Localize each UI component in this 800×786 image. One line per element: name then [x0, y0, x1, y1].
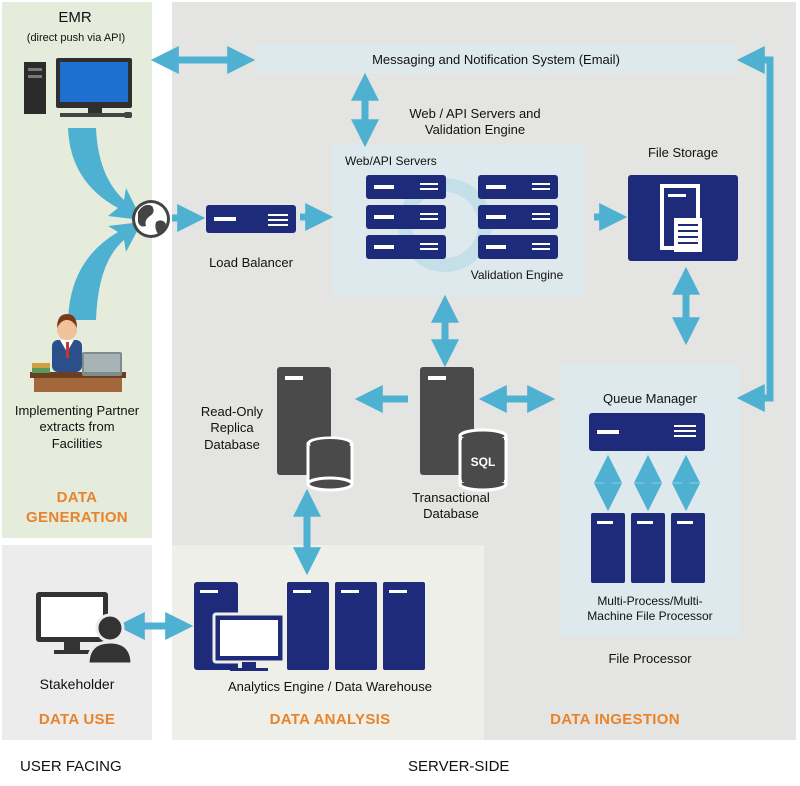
- file-storage-icon: [628, 175, 738, 261]
- stakeholder-label: Stakeholder: [39, 676, 115, 692]
- web-api-servers-label: Web/API Servers: [345, 154, 437, 168]
- file-storage-label: File Storage: [647, 145, 719, 160]
- globe-icon: [132, 200, 170, 238]
- file-processor-towers: [591, 513, 705, 583]
- emr-subtitle: (direct push via API): [26, 32, 126, 44]
- curved-arrow-partner-globe: [68, 222, 142, 320]
- transactional-database-icon: [420, 367, 508, 492]
- analytics-engine-icon: [194, 582, 425, 671]
- server-icon: [366, 175, 446, 259]
- validation-engine-label: Validation Engine: [470, 268, 564, 282]
- file-processor-multi-label: Multi-Process/Multi- Machine File Proces…: [587, 594, 713, 623]
- emr-title: EMR: [58, 9, 92, 26]
- load-balancer-server-icon: [206, 205, 296, 233]
- read-only-replica-label: Read-Only Replica Database: [200, 404, 264, 452]
- sql-label: SQL: [470, 455, 496, 469]
- queue-manager-label: Queue Manager: [603, 391, 697, 406]
- transactional-database-label: Transactional Database: [412, 490, 490, 522]
- arrows: [116, 46, 774, 640]
- server-icon: [478, 175, 558, 259]
- person-at-desk-icon: [30, 314, 126, 392]
- desktop-computer-icon: [24, 58, 132, 118]
- curved-arrow-emr-globe: [68, 128, 142, 220]
- load-balancer-label: Load Balancer: [209, 255, 293, 270]
- web-api-servers: [366, 175, 558, 272]
- messaging-bar: [256, 44, 736, 74]
- file-processor-label: File Processor: [608, 651, 692, 666]
- section-data-use: DATA USE: [38, 711, 116, 728]
- section-data-analysis: DATA ANALYSIS: [269, 711, 391, 728]
- footer-user-facing: USER FACING: [20, 758, 122, 775]
- arrow-queue-messaging: [736, 46, 774, 412]
- analytics-engine-label: Analytics Engine / Data Warehouse: [227, 679, 432, 694]
- implementing-partner-label: Implementing Partner extracts from Facil…: [14, 403, 140, 451]
- messaging-label: Messaging and Notification System (Email…: [372, 52, 620, 67]
- queue-manager-server-icon: [589, 413, 705, 451]
- web-api-validation-label: Web / API Servers and Validation Engine: [409, 106, 541, 138]
- curved-arrows: [68, 128, 142, 320]
- section-data-ingestion: DATA INGESTION: [550, 711, 680, 728]
- footer-server-side: SERVER-SIDE: [408, 758, 510, 775]
- monitor-user-icon: [36, 592, 134, 666]
- section-data-generation: DATA GENERATION: [26, 489, 128, 526]
- replica-database-icon: [277, 367, 354, 492]
